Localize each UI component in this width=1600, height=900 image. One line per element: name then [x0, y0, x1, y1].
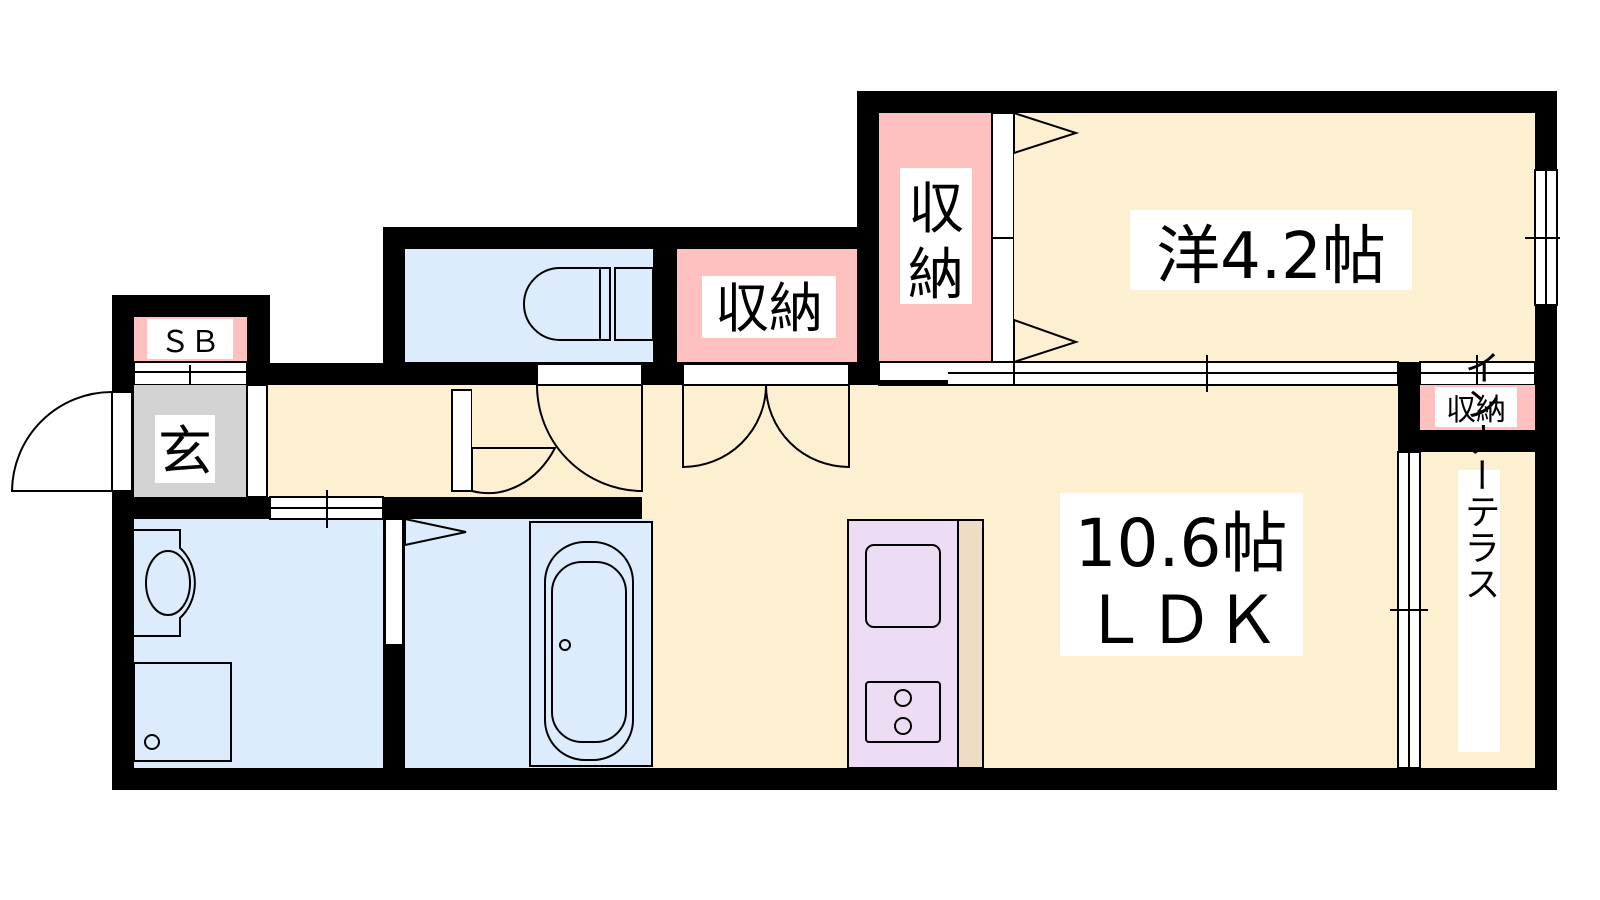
washbasin-icon [134, 529, 196, 637]
kitchen-backsplash [957, 519, 984, 769]
storage-door-right [764, 384, 850, 469]
stove-icon [865, 681, 941, 743]
toilet-door-arc [535, 384, 643, 493]
ldk-size-label: 10.6帖 [1075, 505, 1288, 582]
hall-door-swing [472, 385, 642, 491]
storage-tall-label-top: 収 [908, 177, 964, 242]
front-door-arc [10, 391, 113, 492]
entrance-label-bg [155, 415, 215, 483]
western-room-label: 洋4.2帖 [1156, 220, 1386, 294]
toilet-door-frame [536, 363, 643, 386]
bath-door [384, 518, 404, 646]
closet-door-marker [1013, 111, 1080, 155]
entrance-label: 玄 [158, 420, 212, 483]
washroom [134, 519, 383, 768]
closet-door-marker [1013, 318, 1080, 364]
hall-door-frame [451, 389, 473, 492]
ldk-type-label: ＬＤＫ [1082, 582, 1280, 659]
toilet-room [405, 249, 653, 362]
storage-middle-label: 収納 [715, 277, 823, 340]
washing-machine-space [133, 662, 232, 762]
front-door-frame [111, 391, 133, 492]
bathtub-frame [529, 521, 653, 767]
bathtub-icon [544, 541, 634, 761]
entrance-step [246, 384, 268, 498]
storage-tall-label-bottom: 納 [908, 243, 964, 308]
sink-icon [865, 544, 941, 628]
kitchen-counter [847, 519, 959, 769]
hall-door-arc [471, 447, 557, 494]
inner-terrace-label: インナーテラス [1459, 349, 1500, 601]
sb-label: ＳＢ [160, 325, 220, 360]
ldk-label-bg [1060, 493, 1303, 656]
western-label-bg [1130, 210, 1412, 290]
toilet-icon [523, 267, 601, 341]
storage-middle-label-bg [702, 276, 836, 338]
storage-tall-label-bg [900, 168, 972, 304]
bath-door-marker [404, 517, 467, 547]
sb-label-bg [147, 319, 233, 359]
storage-small-label-bg [1435, 387, 1517, 427]
wall [1398, 430, 1557, 452]
storage-door-left [682, 384, 768, 469]
wall [1398, 362, 1420, 452]
terrace-label-bg [1458, 470, 1500, 752]
storage-door-frame [682, 363, 850, 386]
storage-small-label: 収納 [1446, 393, 1506, 428]
